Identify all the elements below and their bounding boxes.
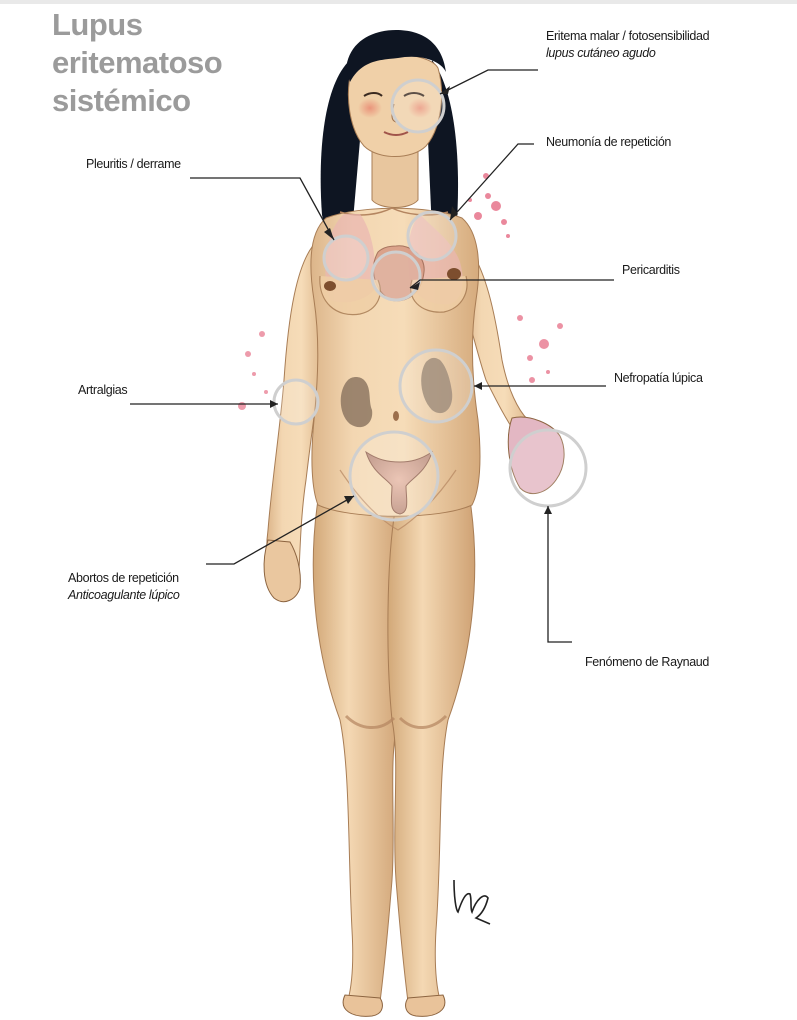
right-leg — [388, 500, 475, 1002]
label-nefropatia-main: Nefropatía lúpica — [614, 371, 703, 385]
left-cheek-rash — [358, 98, 382, 118]
circle-raynaud — [510, 430, 586, 506]
label-neumonia: Neumonía de repetición — [546, 134, 671, 151]
circle-pericarditis — [372, 252, 420, 300]
label-nefropatia: Nefropatía lúpica — [614, 370, 703, 387]
label-malar: Eritema malar / fotosensibilidad lupus c… — [546, 28, 709, 62]
label-malar-sub: lupus cutáneo agudo — [546, 45, 709, 62]
label-abortos-main: Abortos de repetición — [68, 571, 179, 585]
rash-spots-hip — [517, 315, 563, 383]
circle-pleuritis — [324, 236, 368, 280]
leader-malar — [440, 70, 538, 94]
label-abortos-sub: Anticoagulante lúpico — [68, 587, 180, 604]
label-pericarditis: Pericarditis — [622, 262, 680, 279]
label-abortos: Abortos de repetición Anticoagulante lúp… — [68, 570, 180, 604]
left-foot — [343, 995, 382, 1016]
label-malar-main: Eritema malar / fotosensibilidad — [546, 29, 709, 43]
right-foot — [406, 995, 445, 1016]
circle-malar — [392, 80, 444, 132]
leader-pleuritis — [190, 178, 334, 240]
navel — [393, 411, 399, 421]
label-neumonia-main: Neumonía de repetición — [546, 135, 671, 149]
label-raynaud: Fenómeno de Raynaud — [585, 654, 709, 671]
circle-pneumonia — [408, 212, 456, 260]
label-artralgias: Artralgias — [78, 382, 127, 399]
label-pericarditis-main: Pericarditis — [622, 263, 680, 277]
signature-mark — [454, 880, 490, 924]
label-raynaud-main: Fenómeno de Raynaud — [585, 655, 709, 669]
label-pleuritis: Pleuritis / derrame — [86, 156, 181, 173]
label-artralgias-main: Artralgias — [78, 383, 127, 397]
rash-spots-shoulder — [468, 173, 510, 238]
circle-nephropathy — [400, 350, 472, 422]
left-nipple — [324, 281, 336, 291]
rash-spots-elbow — [238, 331, 268, 410]
circle-artralgias — [274, 380, 318, 424]
circle-uterus — [350, 432, 438, 520]
leader-raynaud — [548, 506, 572, 642]
label-pleuritis-main: Pleuritis / derrame — [86, 157, 181, 171]
right-nipple — [447, 268, 461, 280]
